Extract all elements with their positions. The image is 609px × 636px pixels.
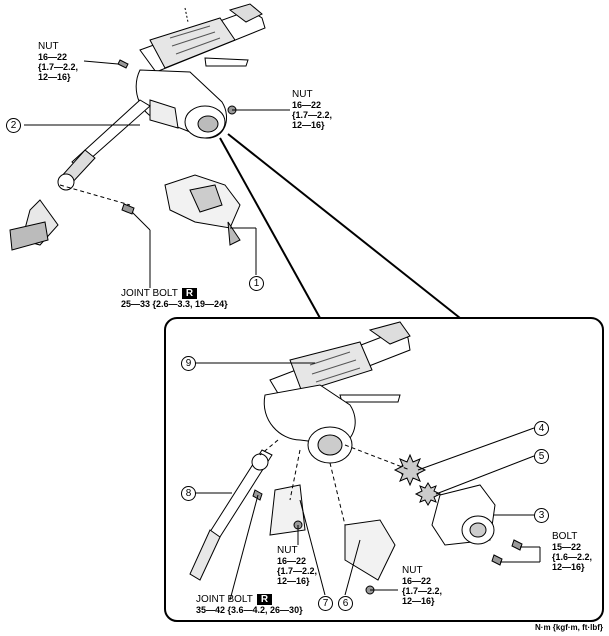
nut-label-top-right: NUT 16—22 {1.7—2.2, 12—16}: [292, 89, 333, 131]
nut-title: NUT: [38, 41, 59, 52]
r-badge: R: [256, 594, 273, 605]
nut-spec-line: 12—16}: [277, 576, 310, 586]
zoom-lines: [219, 133, 461, 319]
nut-spec-line: {1.7—2.2,: [38, 62, 79, 72]
callout-6: 6: [338, 596, 353, 611]
nut-spec-line: 16—22: [277, 556, 307, 566]
callout-4: 4: [534, 421, 549, 436]
nut-title: NUT: [402, 565, 423, 576]
gear-5: [414, 482, 442, 506]
r-badge: R: [181, 288, 198, 299]
nut-spec-line: {1.7—2.2,: [402, 586, 443, 596]
callout-5: 5: [534, 449, 549, 464]
joint-bolt-spec: 25—33 {2.6—3.3, 19—24}: [121, 299, 228, 309]
nut-label-top-left: NUT 16—22 {1.7—2.2, 12—16}: [38, 41, 79, 83]
bolt-spec-line: {1.6—2.2,: [552, 552, 593, 562]
callout-7: 7: [318, 596, 333, 611]
nut-spec-line: {1.7—2.2,: [277, 566, 318, 576]
callout-8: 8: [181, 486, 196, 501]
nut-title: NUT: [277, 545, 298, 556]
bolt-spec-line: 12—16}: [552, 562, 585, 572]
bolt-label-detail: BOLT 15—22 {1.6—2.2, 12—16}: [552, 531, 593, 573]
leader-lines-detail: [195, 362, 541, 601]
units-caption: N·m {kgf·m, ft·lbf}: [535, 623, 603, 632]
nut-label-detail-mid: NUT 16—22 {1.7—2.2, 12—16}: [277, 545, 318, 587]
steering-column-assembly: [9, 3, 266, 251]
nut-title: NUT: [292, 89, 313, 100]
joint-bolt-title: JOINT BOLT: [196, 594, 253, 605]
nut-label-detail-right: NUT 16—22 {1.7—2.2, 12—16}: [402, 565, 443, 607]
bolt-title: BOLT: [552, 531, 578, 542]
nut-spec-line: 12—16}: [292, 120, 325, 130]
joint-bolt-title: JOINT BOLT: [121, 288, 178, 299]
motor-3: [431, 484, 496, 546]
callout-3: 3: [534, 508, 549, 523]
nut-spec-line: {1.7—2.2,: [292, 110, 333, 120]
nut-spec-line: 16—22: [38, 52, 68, 62]
nut-spec-line: 16—22: [292, 100, 322, 110]
gear-4: [393, 453, 427, 487]
joint-bolt-spec: 35—42 {3.6—4.2, 26—30}: [196, 605, 303, 615]
nut-spec-line: 12—16}: [402, 596, 435, 606]
callout-9: 9: [181, 356, 196, 371]
bolt-spec-line: 15—22: [552, 542, 582, 552]
detail-column-assembly: [189, 321, 523, 595]
callout-2: 2: [6, 118, 21, 133]
nut-spec-line: 12—16}: [38, 72, 71, 82]
leader-lines-top: [24, 60, 290, 288]
nut-spec-line: 16—22: [402, 576, 432, 586]
callout-1: 1: [249, 276, 264, 291]
